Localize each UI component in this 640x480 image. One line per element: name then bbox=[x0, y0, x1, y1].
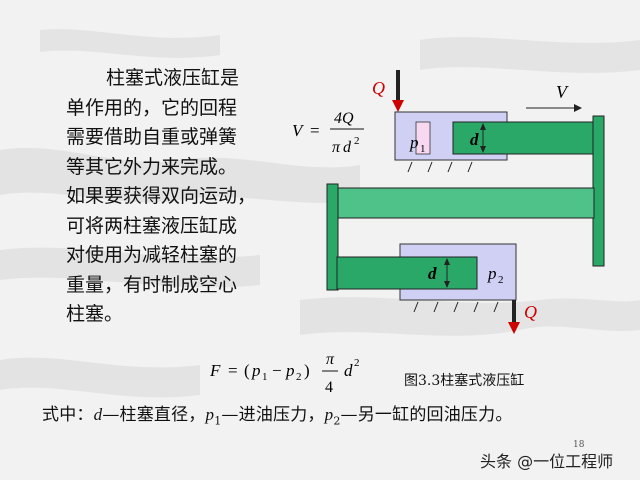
description-paragraph: 柱塞式液压缸是 单作用的，它的回程 需要借助自重或弹簧 等其它外力来完成。 如果… bbox=[66, 64, 286, 330]
connecting-frame bbox=[331, 187, 595, 219]
figure-caption: 图3.3柱塞式液压缸 bbox=[404, 373, 525, 389]
bottom-plunger bbox=[336, 256, 478, 290]
label-p1-sub: 1 bbox=[420, 143, 426, 155]
bottom-dimension-arrow-down bbox=[444, 281, 450, 288]
legend-d: d bbox=[93, 405, 103, 424]
velocity-arrow-head bbox=[574, 104, 582, 112]
top-dimension-arrow-down bbox=[480, 146, 486, 153]
formula-v-den-exp: 2 bbox=[354, 135, 360, 147]
right-connector-bar bbox=[592, 115, 605, 267]
label-q-top: Q bbox=[372, 78, 385, 98]
formula-f-d: d bbox=[344, 361, 353, 380]
formula-v-numerator: 4Q bbox=[334, 110, 354, 127]
label-d-top: d bbox=[470, 130, 479, 149]
paragraph-line: 柱塞式液压缸是 bbox=[106, 67, 240, 89]
bottom-ground-hatch bbox=[413, 301, 499, 313]
paragraph-line: 等其它外力来完成。 bbox=[66, 155, 238, 178]
left-connector-bar bbox=[326, 183, 339, 291]
formula-v-eq: = bbox=[310, 121, 320, 140]
paragraph-line: 可将两柱塞液压缸成 bbox=[66, 214, 238, 237]
formula-f-num: π bbox=[326, 351, 335, 368]
legend-p2: p bbox=[324, 405, 334, 424]
legend-p1: p bbox=[205, 405, 215, 424]
formula-f-minus: − bbox=[272, 361, 282, 380]
legend-p1-text: —进油压力， bbox=[221, 405, 325, 425]
formula-f-lhs: F bbox=[209, 361, 221, 380]
label-d-bottom: d bbox=[428, 264, 437, 283]
formula-f-paren-open: ( bbox=[244, 361, 250, 380]
plunger-cylinder-diagram: Q V p 1 d d p 2 Q bbox=[326, 70, 605, 334]
velocity-formula: V = 4Q π d 2 bbox=[292, 110, 364, 156]
label-q-bottom: Q bbox=[524, 302, 537, 322]
label-p2: p bbox=[487, 264, 497, 283]
paragraph-line: 柱塞。 bbox=[66, 303, 124, 325]
top-plunger bbox=[452, 121, 594, 155]
bottom-dimension-arrow-up bbox=[444, 258, 450, 265]
formula-f-den: 4 bbox=[325, 379, 333, 396]
paragraph-line: 单作用的，它的回程 bbox=[66, 96, 238, 119]
paragraph-line: 需要借助自重或弹簧 bbox=[66, 126, 238, 148]
legend-p2-sub: 2 bbox=[333, 414, 341, 428]
formula-v-den-d: d bbox=[343, 139, 352, 156]
legend-prefix: 式中： bbox=[42, 405, 94, 425]
formula-f-p2-sub: 2 bbox=[296, 371, 302, 383]
legend-p1-sub: 1 bbox=[214, 414, 222, 428]
paragraph-line: 如果要获得双向运动， bbox=[66, 185, 257, 207]
formula-f-paren-close: ) bbox=[304, 361, 310, 380]
formula-f-exp: 2 bbox=[354, 357, 360, 369]
top-inlet-arrow bbox=[392, 100, 404, 112]
top-ground-hatch bbox=[407, 161, 473, 173]
paragraph-line: 重量，有时制成空心 bbox=[66, 273, 238, 296]
formula-f-p1-sub: 1 bbox=[262, 371, 268, 383]
label-v: V bbox=[556, 82, 569, 102]
legend-d-text: —柱塞直径， bbox=[102, 405, 206, 425]
formula-v-lhs: V bbox=[292, 121, 305, 140]
label-p1: p bbox=[409, 133, 419, 152]
bottom-outlet-arrow bbox=[508, 322, 520, 334]
page-number: 18 bbox=[573, 440, 585, 450]
label-p2-sub: 2 bbox=[498, 274, 504, 286]
source-watermark: 头条 @一位工程师 bbox=[480, 452, 614, 471]
force-formula: F = ( p 1 − p 2 ) π 4 d 2 bbox=[209, 351, 360, 396]
formula-f-p2: p bbox=[285, 361, 295, 380]
legend-p2-text: —另一缸的回油压力。 bbox=[340, 405, 513, 425]
formula-f-p1: p bbox=[251, 361, 261, 380]
top-dimension-arrow-up bbox=[480, 123, 486, 130]
formula-v-den-pi: π bbox=[332, 139, 341, 156]
formula-f-eq: = bbox=[228, 361, 238, 380]
top-cylinder-chamber bbox=[415, 121, 431, 155]
formula-legend: 式中：d—柱塞直径，p1—进油压力，p2—另一缸的回油压力。 bbox=[42, 400, 513, 427]
paragraph-line: 对使用为减轻柱塞的 bbox=[66, 244, 238, 266]
